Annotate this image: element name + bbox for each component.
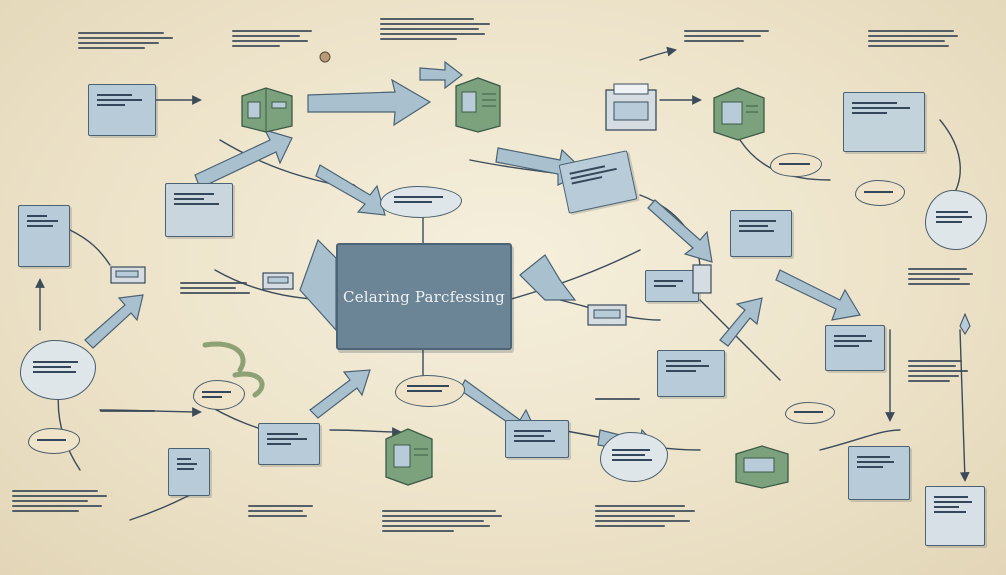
scribble-text-block xyxy=(595,398,640,400)
document-card xyxy=(730,210,792,257)
flow-arrow xyxy=(519,254,577,301)
flow-arrow xyxy=(307,78,432,127)
document-card xyxy=(657,350,725,397)
central-process-node: Celaring Parcfessing xyxy=(336,243,512,350)
document-card xyxy=(18,205,70,267)
document-card xyxy=(88,84,156,136)
speech-bubble xyxy=(28,428,80,454)
scribble-text-block xyxy=(12,490,107,512)
speech-bubble xyxy=(925,190,987,250)
device-machine-icon xyxy=(587,304,627,326)
document-card xyxy=(165,183,233,237)
speech-bubble xyxy=(380,186,462,218)
scribble-text-block xyxy=(382,510,502,532)
scribble-text-block xyxy=(180,282,250,294)
speech-bubble xyxy=(785,402,835,424)
flow-arrow xyxy=(309,369,371,419)
flow-arrow xyxy=(719,297,763,347)
connector-line xyxy=(959,329,970,482)
scribble-text-block xyxy=(868,30,958,47)
speech-bubble xyxy=(855,180,905,206)
speech-bubble xyxy=(20,340,96,400)
speech-bubble xyxy=(193,380,245,410)
document-card xyxy=(825,325,885,371)
scribble-text-block xyxy=(78,32,173,49)
computer-machine-icon xyxy=(735,445,789,489)
flow-arrow xyxy=(647,199,713,263)
device-machine-icon xyxy=(262,272,294,290)
scribble-text-block xyxy=(380,18,490,40)
hand-icon xyxy=(319,51,331,63)
document-card xyxy=(168,448,210,496)
connector-line xyxy=(69,229,111,266)
server-machine-icon xyxy=(713,87,765,141)
connector-line xyxy=(699,299,781,381)
connector-line xyxy=(507,249,641,301)
document-card xyxy=(843,92,925,152)
speech-bubble xyxy=(395,375,465,407)
speech-bubble xyxy=(770,153,822,177)
document-card xyxy=(848,446,910,500)
document-card xyxy=(645,270,699,302)
connector-line xyxy=(639,46,677,61)
document-card xyxy=(258,423,320,465)
flow-arrow xyxy=(194,129,293,189)
server-machine-icon xyxy=(241,87,293,133)
central-process-label: Celaring Parcfessing xyxy=(343,287,505,306)
tower-device-icon xyxy=(692,264,712,294)
server-machine-icon xyxy=(385,428,433,486)
swoosh-stroke xyxy=(232,371,265,398)
pin-icon xyxy=(959,312,971,335)
scribble-text-block xyxy=(684,30,769,42)
connector-line xyxy=(939,119,961,202)
scribble-text-block xyxy=(908,268,973,285)
scribble-text-block xyxy=(232,30,312,47)
document-card xyxy=(505,420,569,458)
swoosh-stroke xyxy=(202,341,246,373)
flow-arrow xyxy=(299,238,337,332)
flow-arrow xyxy=(84,294,144,349)
flow-arrow xyxy=(775,269,861,321)
scribble-text-block xyxy=(248,505,313,517)
printer-machine-icon xyxy=(605,83,657,131)
scribble-text-block xyxy=(100,410,155,412)
scribble-text-block xyxy=(908,360,968,382)
flow-arrow xyxy=(419,60,463,90)
flow-arrow xyxy=(315,164,386,216)
document-card xyxy=(925,486,985,546)
scribble-text-block xyxy=(595,505,695,527)
speech-bubble xyxy=(600,432,668,482)
connector-line xyxy=(819,429,901,451)
device-machine-icon xyxy=(110,266,146,284)
server-machine-icon xyxy=(455,77,501,133)
connector-line xyxy=(329,427,402,437)
